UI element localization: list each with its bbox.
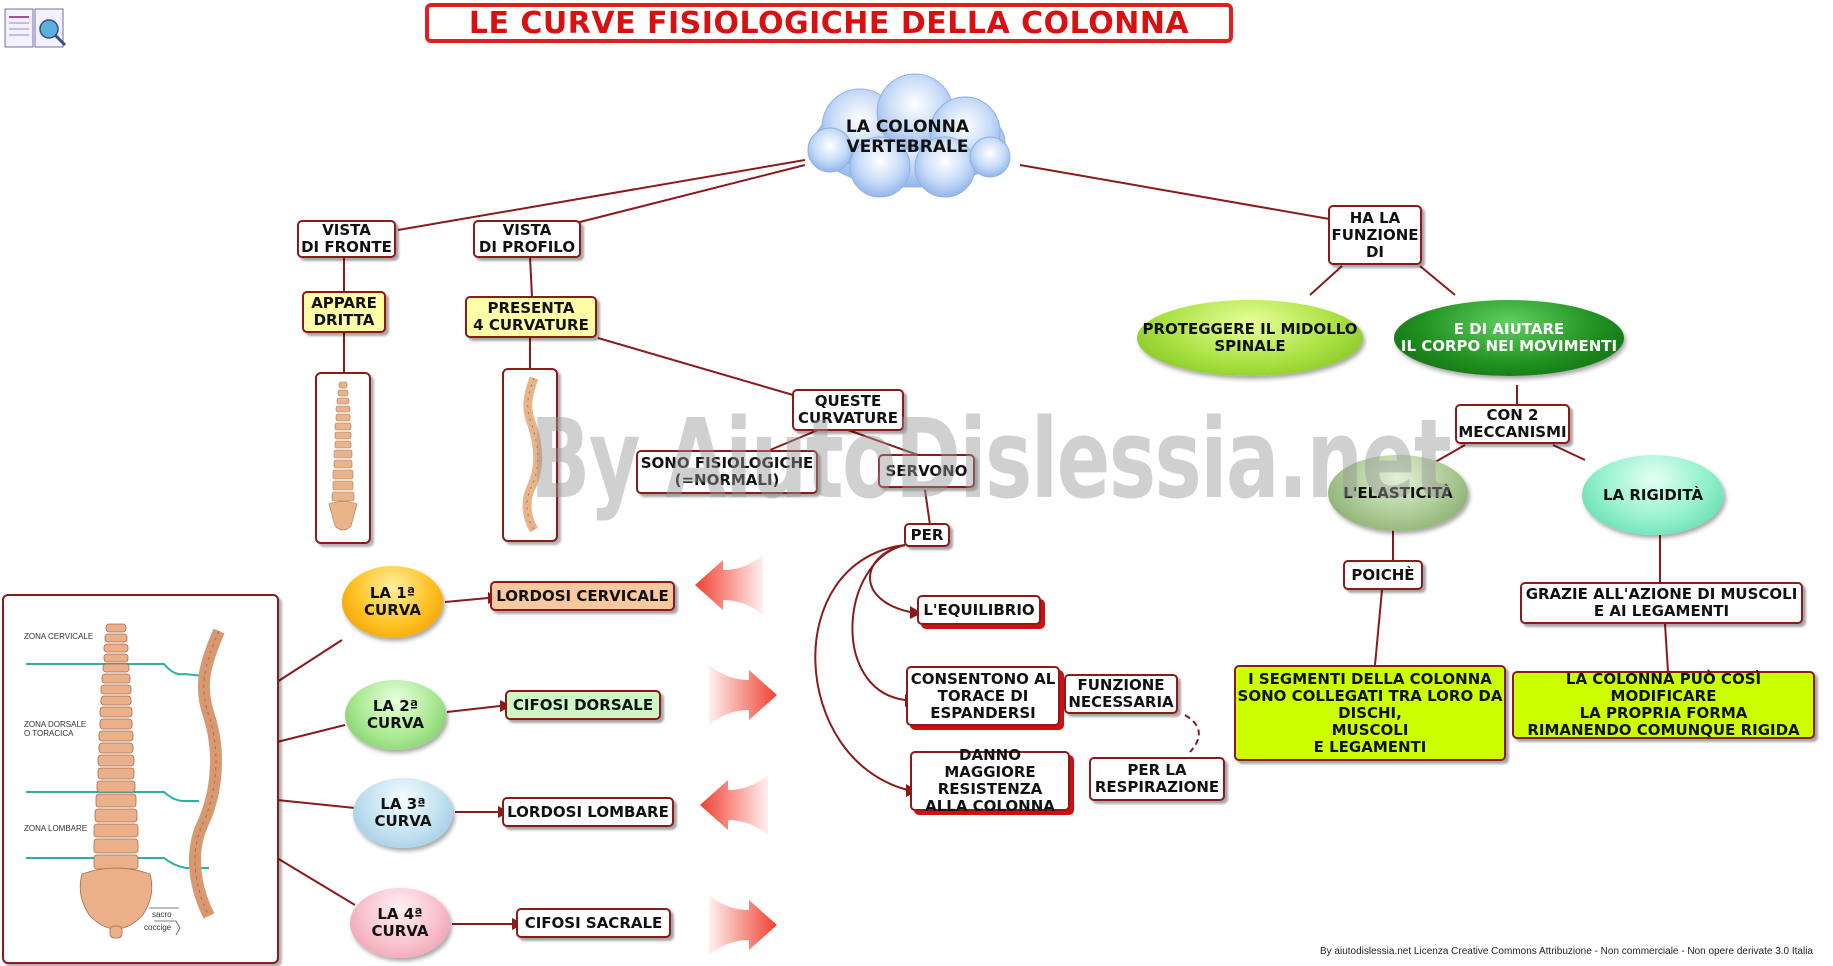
label-coccige: coccige	[144, 923, 172, 932]
arrow-right-icon-1	[709, 665, 777, 725]
node-presenta-curvature: PRESENTA 4 CURVATURE	[465, 296, 597, 338]
label-sacro: sacro	[152, 910, 172, 919]
spine-anatomy-box: ZONA CERVICALE ZONA DORSALE O TORACICA Z…	[2, 594, 279, 964]
label-zona-dorsale: ZONA DORSALE O TORACICA	[24, 720, 87, 738]
node-aiutare: E DI AIUTARE IL CORPO NEI MOVIMENTI	[1394, 300, 1624, 376]
node-per: PER	[904, 523, 950, 547]
node-funzione-necessaria: FUNZIONE NECESSARIA	[1064, 674, 1178, 714]
page-title: LE CURVE FISIOLOGICHE DELLA COLONNA	[468, 5, 1190, 41]
logo	[3, 3, 69, 51]
node-lordosi-lombare: LORDOSI LOMBARE	[502, 797, 674, 827]
node-consentono: CONSENTONO AL TORACE DI ESPANDERSI	[906, 666, 1060, 726]
node-modificare: LA COLONNA PUÒ COSÌ MODIFICARE LA PROPRI…	[1512, 671, 1815, 739]
node-curva-2: LA 2ª CURVA	[345, 680, 446, 750]
node-vista-fronte: VISTA DI FRONTE	[297, 220, 396, 258]
node-segmenti: I SEGMENTI DELLA COLONNA SONO COLLEGATI …	[1234, 665, 1506, 761]
label-zona-cervicale: ZONA CERVICALE	[24, 632, 94, 641]
root-cloud: LA COLONNA VERTEBRALE	[800, 72, 1015, 204]
arrow-left-icon-2	[700, 775, 768, 835]
license-footer: By aiutodislessia.net Licenza Creative C…	[1319, 946, 1813, 957]
node-queste-curvature: QUESTE CURVATURE	[792, 389, 904, 431]
book-logo-icon	[4, 8, 67, 48]
node-lordosi-cervicale: LORDOSI CERVICALE	[490, 581, 675, 611]
node-curva-4: LA 4ª CURVA	[350, 888, 450, 958]
node-curva-3: LA 3ª CURVA	[353, 778, 453, 848]
node-ha-funzione: HA LA FUNZIONE DI	[1328, 205, 1422, 265]
spine-front-image	[328, 381, 358, 531]
title-box: LE CURVE FISIOLOGICHE DELLA COLONNA	[425, 3, 1233, 43]
node-cifosi-dorsale: CIFOSI DORSALE	[505, 690, 661, 720]
arrow-right-icon-2	[709, 895, 777, 955]
root-label: LA COLONNA VERTEBRALE	[845, 117, 970, 157]
node-poiche: POICHÈ	[1343, 560, 1423, 590]
node-danno: DANNO MAGGIORE RESISTENZA ALLA COLONNA	[910, 747, 1070, 815]
spine-profile-box	[502, 368, 558, 542]
node-grazie: GRAZIE ALL'AZIONE DI MUSCOLI E AI LEGAME…	[1520, 582, 1803, 624]
node-vista-profilo: VISTA DI PROFILO	[473, 220, 581, 258]
node-con2-meccanismi: CON 2 MECCANISMI	[1455, 404, 1570, 444]
spine-profile-image	[522, 376, 543, 533]
node-appare-dritta: APPARE DRITTA	[302, 291, 386, 333]
cloud-shape	[807, 73, 1011, 198]
spine-front-box	[315, 372, 371, 544]
node-curva-1: LA 1ª CURVA	[342, 566, 443, 638]
node-elasticita: L'ELASTICITÀ	[1328, 455, 1468, 531]
label-zona-lombare: ZONA LOMBARE	[24, 824, 88, 833]
node-cifosi-sacrale: CIFOSI SACRALE	[516, 908, 671, 938]
arrow-left-icon-1	[695, 555, 763, 615]
node-servono: SERVONO	[878, 454, 975, 488]
node-sono-fisiologiche: SONO FISIOLOGICHE (=NORMALI)	[636, 450, 818, 494]
node-rigidita: LA RIGIDITÀ	[1582, 455, 1724, 535]
node-per-respirazione: PER LA RESPIRAZIONE	[1089, 757, 1225, 801]
node-proteggere: PROTEGGERE IL MIDOLLO SPINALE	[1137, 300, 1363, 376]
node-equilibrio: L'EQUILIBRIO	[917, 595, 1041, 625]
spine-anatomy-image	[26, 623, 225, 939]
